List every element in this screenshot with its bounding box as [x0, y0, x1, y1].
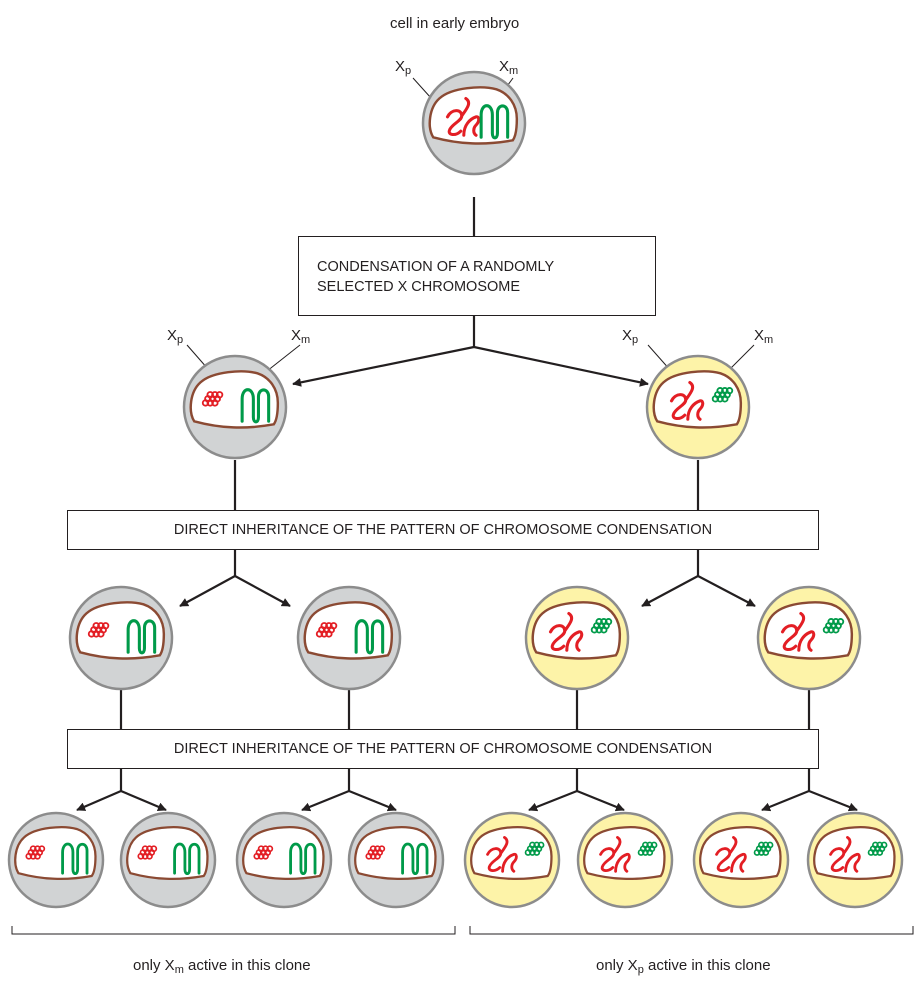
xm-active-chromosome — [173, 842, 201, 875]
inheritance-text-2: DIRECT INHERITANCE OF THE PATTERN OF CHR… — [173, 741, 713, 757]
xp-condensed-chromosome — [137, 845, 158, 860]
xp-condensed-chromosome — [315, 622, 338, 638]
xp-label-right: Xp — [622, 327, 639, 346]
xm-active-chromosome — [126, 619, 157, 655]
xm-label-right: Xm — [754, 327, 774, 346]
xm-condensed-chromosome — [753, 841, 774, 856]
xp-active-chromosome — [548, 611, 584, 652]
nucleus — [189, 370, 280, 429]
caption-left-clone: only Xm active in this clone — [133, 957, 311, 976]
cell-gen2-4 — [756, 585, 862, 691]
cell-early-embryo — [421, 70, 527, 176]
xm-active-chromosome — [61, 842, 89, 875]
cell-gen1-right — [645, 354, 751, 460]
cell-gen2-2 — [296, 585, 402, 691]
cell-gen3-5 — [463, 811, 561, 909]
cell-gen1-left — [182, 354, 288, 460]
xm-condensed-chromosome — [822, 618, 845, 634]
xp-condensed-chromosome — [87, 622, 110, 638]
xp-active-chromosome — [780, 611, 816, 652]
condensation-line-1: CONDENSATION OF A RANDOMLY — [317, 259, 555, 275]
nucleus — [813, 826, 896, 881]
inheritance-box-1: DIRECT INHERITANCE OF THE PATTERN OF CHR… — [67, 510, 819, 550]
clone-brackets — [11, 926, 914, 935]
xp-active-chromosome — [669, 380, 705, 421]
xm-active-chromosome — [289, 842, 317, 875]
xm-condensed-chromosome — [590, 618, 613, 634]
xm-condensed-chromosome — [711, 387, 734, 403]
xm-condensed-chromosome — [637, 841, 658, 856]
xp-active-chromosome — [445, 96, 481, 137]
nucleus — [699, 826, 782, 881]
cell-gen2-3 — [524, 585, 630, 691]
xp-condensed-chromosome — [365, 845, 386, 860]
inheritance-text-1: DIRECT INHERITANCE OF THE PATTERN OF CHR… — [173, 522, 713, 538]
cell-gen2-1 — [68, 585, 174, 691]
cell-gen3-1 — [7, 811, 105, 909]
nucleus — [763, 601, 854, 660]
xm-active-chromosome — [240, 388, 271, 424]
xm-active-chromosome — [354, 619, 385, 655]
nucleus — [428, 86, 519, 145]
xm-condensed-chromosome — [867, 841, 888, 856]
xp-condensed-chromosome — [201, 391, 224, 407]
cell-gen3-2 — [119, 811, 217, 909]
xm-label-left: Xm — [291, 327, 311, 346]
nucleus — [531, 601, 622, 660]
xp-condensed-chromosome — [253, 845, 274, 860]
cell-gen3-7 — [692, 811, 790, 909]
nucleus — [652, 370, 743, 429]
xp-active-chromosome — [829, 836, 861, 873]
xp-condensed-chromosome — [25, 845, 46, 860]
nucleus — [583, 826, 666, 881]
xp-label-left: Xp — [167, 327, 184, 346]
nucleus — [14, 826, 97, 881]
caption-right-clone: only Xp active in this clone — [596, 957, 771, 976]
nucleus — [303, 601, 394, 660]
xm-active-chromosome — [479, 104, 510, 140]
cell-gen3-6 — [576, 811, 674, 909]
cell-gen3-8 — [806, 811, 904, 909]
nucleus — [242, 826, 325, 881]
nucleus — [470, 826, 553, 881]
condensation-line-2: SELECTED X CHROMOSOME — [317, 279, 521, 295]
cell-gen3-4 — [347, 811, 445, 909]
xp-active-chromosome — [486, 836, 518, 873]
nucleus — [75, 601, 166, 660]
cells-group — [7, 70, 904, 909]
diagram-title: cell in early embryo — [390, 15, 520, 32]
nucleus — [126, 826, 209, 881]
xm-condensed-chromosome — [524, 841, 545, 856]
xp-active-chromosome — [599, 836, 631, 873]
xp-active-chromosome — [715, 836, 747, 873]
xm-label-top: Xm — [499, 58, 519, 77]
xp-label-top: Xp — [395, 58, 412, 77]
inheritance-box-2: DIRECT INHERITANCE OF THE PATTERN OF CHR… — [67, 729, 819, 769]
condensation-box: CONDENSATION OF A RANDOMLY SELECTED X CH… — [298, 236, 656, 316]
connector-lines — [76, 197, 858, 812]
nucleus — [354, 826, 437, 881]
xm-active-chromosome — [401, 842, 429, 875]
cell-gen3-3 — [235, 811, 333, 909]
